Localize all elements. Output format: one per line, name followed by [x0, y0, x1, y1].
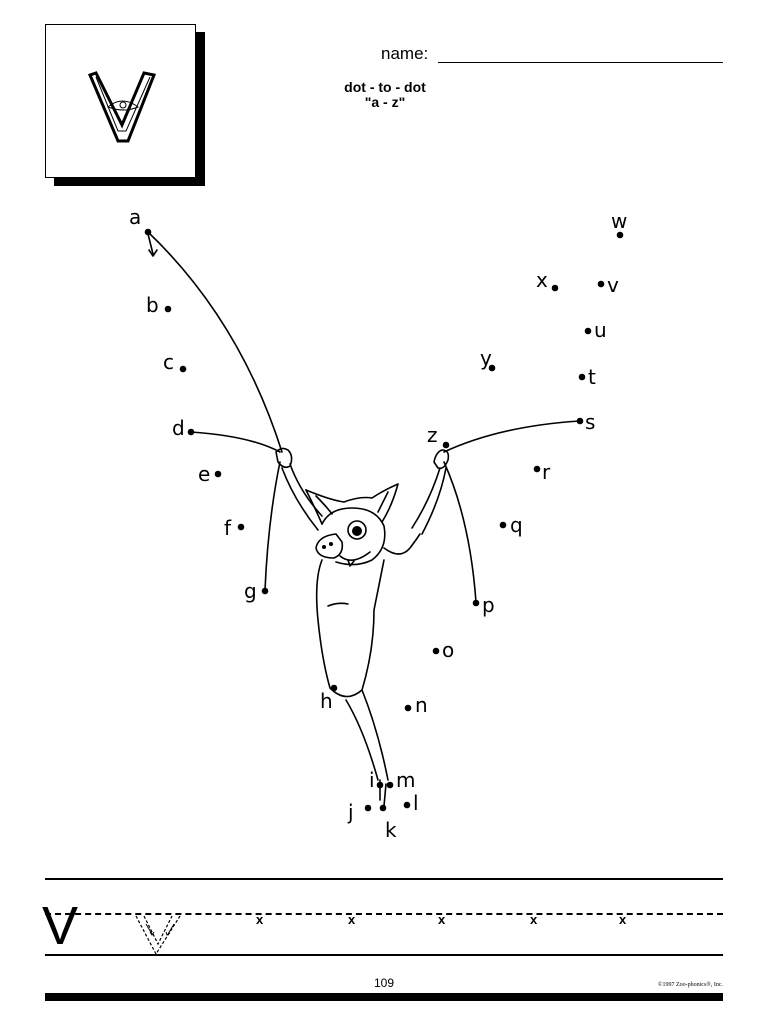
dot-label-v: v: [607, 273, 619, 297]
wing-line-s: [443, 420, 581, 453]
dot-w: [616, 231, 624, 239]
dot-markers: [144, 228, 624, 812]
practice-start-mark: x: [348, 912, 356, 927]
dot-label-o: o: [442, 638, 455, 662]
worksheet-title: dot - to - dot "a - z": [320, 80, 450, 110]
dot-label-b: b: [146, 293, 159, 317]
dot-label-d: d: [172, 416, 185, 440]
dot-r: [533, 465, 541, 473]
dot-label-r: r: [542, 460, 551, 484]
dot-label-e: e: [198, 462, 211, 486]
dot-label-l: l: [413, 791, 419, 815]
wing-line-p: [443, 461, 477, 603]
dot-label-y: y: [480, 346, 492, 370]
dot-z: [442, 441, 450, 449]
wing-line-g: [264, 461, 281, 591]
dot-label-j: j: [348, 800, 354, 824]
practice-start-mark: x: [438, 912, 446, 927]
dot-i: [376, 781, 384, 789]
guide-line-top: [45, 878, 723, 880]
wing-line-a: [147, 231, 283, 453]
dot-label-m: m: [396, 768, 416, 792]
copyright-notice: ©1997 Zoo-phonics®, Inc.: [657, 982, 723, 988]
dot-y: [488, 364, 496, 372]
title-line-1: dot - to - dot: [344, 79, 426, 95]
dot-m: [386, 781, 394, 789]
dot-o: [432, 647, 440, 655]
bat-v-logo-icon: [87, 71, 157, 143]
dot-label-n: n: [415, 693, 428, 717]
dot-b: [164, 305, 172, 313]
name-input-line[interactable]: [438, 62, 723, 63]
dot-k: [379, 804, 387, 812]
dot-t: [578, 373, 586, 381]
dot-g: [261, 587, 269, 595]
dot-v: [597, 280, 605, 288]
dot-label-i: i: [369, 768, 375, 792]
dot-h: [330, 684, 338, 692]
dot-label-t: t: [588, 365, 596, 389]
practice-start-mark: x: [619, 912, 627, 927]
title-line-2: "a - z": [364, 94, 406, 110]
dot-label-x: x: [536, 268, 548, 292]
page-number: 109: [373, 976, 395, 990]
dot-label-g: g: [244, 579, 257, 603]
guide-line-middle-dashed: [45, 913, 723, 915]
dot-l: [403, 801, 411, 809]
dot-n: [404, 704, 412, 712]
dot-label-a: a: [129, 205, 142, 229]
footer-bar: [45, 993, 723, 1001]
letter-logo-box: [45, 24, 196, 178]
trace-letter-v-icon: [135, 915, 181, 956]
dot-s: [576, 417, 584, 425]
practice-start-mark: x: [256, 912, 264, 927]
dot-label-f: f: [224, 516, 232, 540]
dot-x: [551, 284, 559, 292]
dot-f: [237, 523, 245, 531]
dot-label-p: p: [482, 593, 495, 617]
dot-c: [179, 365, 187, 373]
dot-label-c: c: [163, 350, 174, 374]
dot-d: [187, 428, 195, 436]
dot-u: [584, 327, 592, 335]
dot-label-s: s: [585, 410, 596, 434]
dot-label-h: h: [320, 689, 333, 713]
dot-j: [364, 804, 372, 812]
dot-label-k: k: [385, 818, 397, 842]
dot-label-w: w: [611, 209, 628, 233]
dot-label-u: u: [594, 318, 607, 342]
dot-label-q: q: [510, 513, 523, 537]
wing-line-d: [190, 431, 281, 453]
guide-line-baseline: [45, 954, 723, 956]
practice-start-mark: x: [530, 912, 538, 927]
dot-q: [499, 521, 507, 529]
dot-a: [144, 228, 152, 236]
name-label: name:: [381, 44, 429, 63]
practice-model-letter: V: [42, 896, 79, 956]
dot-e: [214, 470, 222, 478]
dot-p: [472, 599, 480, 607]
dot-label-z: z: [427, 423, 438, 447]
